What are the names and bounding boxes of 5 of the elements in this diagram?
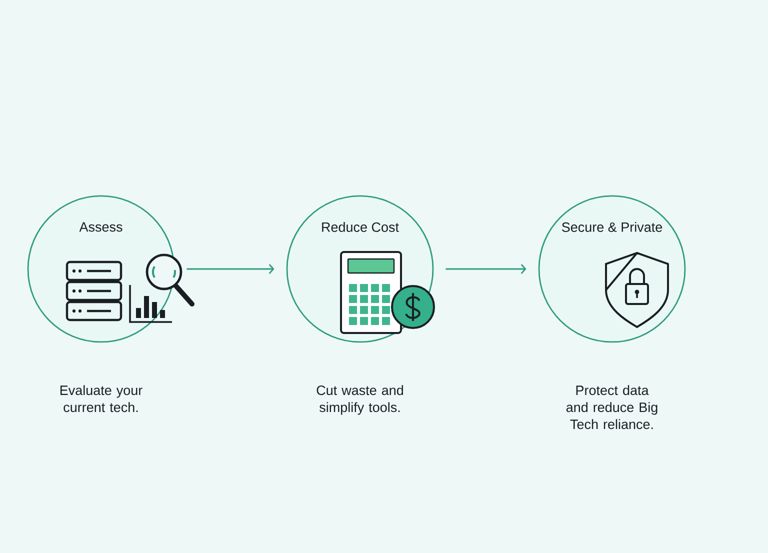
arrow [446, 264, 526, 274]
arrow [186, 264, 274, 274]
description-text: Cut waste and simplify tools. [316, 385, 403, 415]
description-text: Evaluate your current tech. [60, 385, 142, 412]
description-text: Protect data and reduce Big Tech reliance. [566, 385, 658, 430]
